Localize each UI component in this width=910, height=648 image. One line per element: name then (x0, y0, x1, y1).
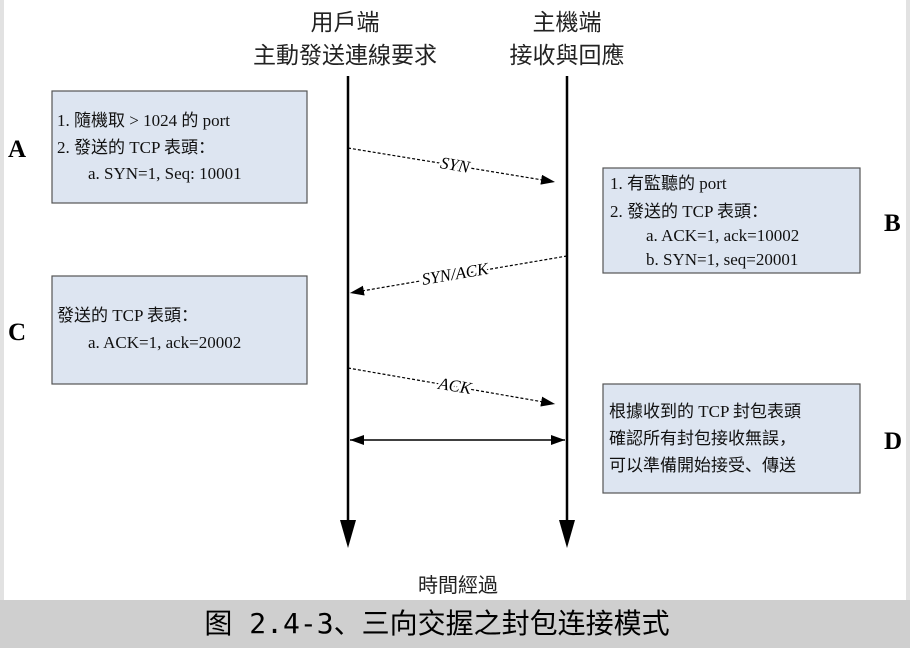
step-d-line-2: 確認所有封包接收無誤， (609, 429, 796, 448)
step-b: 1. 有監聽的 port 2. 發送的 TCP 表頭： a. ACK=1, ac… (602, 167, 861, 274)
handshake-diagram: 用戶端 主動發送連線要求 主機端 接收與回應 1. 隨機取 > 1024 的 p… (0, 0, 910, 600)
step-a: 1. 隨機取 > 1024 的 port 2. 發送的 TCP 表頭： a. S… (51, 90, 308, 204)
server-subtitle: 接收與回應 (510, 43, 625, 69)
step-c-line-1: 發送的 TCP 表頭： (57, 306, 198, 325)
step-d-box (602, 383, 861, 494)
step-d-line-1: 根據收到的 TCP 封包表頭 (609, 402, 801, 421)
syn-ack-message: SYN/ACK (349, 255, 568, 296)
step-a-line-1: 1. 隨機取 > 1024 的 port (57, 111, 230, 130)
step-a-line-3: a. SYN=1, Seq: 10001 (88, 164, 242, 183)
step-d-line-3: 可以準備開始接受、傳送 (609, 456, 796, 475)
step-b-line-3: a. ACK=1, ack=10002 (646, 226, 799, 245)
syn-label: SYN (439, 153, 473, 177)
client-timeline (340, 76, 356, 548)
time-axis-label: 時間經過 (418, 573, 498, 597)
step-b-label: B (884, 210, 901, 237)
syn-ack-arrow (349, 255, 568, 296)
frame-left (0, 0, 4, 600)
step-a-label: A (8, 136, 26, 163)
figure-caption: 图 2.4-3、三向交握之封包连接模式 (0, 600, 910, 648)
step-a-box (51, 90, 308, 204)
syn-ack-label: SYN/ACK (420, 259, 491, 289)
step-b-line-4: b. SYN=1, seq=20001 (646, 250, 798, 269)
step-b-box (602, 167, 861, 274)
ack-label: ACK (436, 374, 474, 399)
step-b-line-2: 2. 發送的 TCP 表頭： (610, 202, 768, 221)
client-timeline-arrowhead (340, 520, 356, 548)
client-title: 用戶端 (311, 10, 380, 36)
step-d-label: D (884, 428, 902, 455)
server-title: 主機端 (533, 10, 602, 36)
ack-arrow (347, 367, 556, 407)
step-c-line-2: a. ACK=1, ack=20002 (88, 333, 241, 352)
step-c-box (51, 275, 308, 385)
server-timeline (559, 76, 575, 548)
step-a-line-2: 2. 發送的 TCP 表頭： (57, 138, 215, 157)
ack-message: ACK (347, 367, 556, 407)
step-d: 根據收到的 TCP 封包表頭 確認所有封包接收無誤， 可以準備開始接受、傳送 (602, 383, 861, 494)
frame-right (906, 0, 910, 600)
client-subtitle: 主動發送連線要求 (253, 43, 437, 69)
server-timeline-arrowhead (559, 520, 575, 548)
step-c: 發送的 TCP 表頭： a. ACK=1, ack=20002 (51, 275, 308, 385)
syn-message: SYN (347, 147, 556, 185)
step-c-label: C (8, 319, 26, 346)
step-b-line-1: 1. 有監聽的 port (610, 174, 727, 193)
